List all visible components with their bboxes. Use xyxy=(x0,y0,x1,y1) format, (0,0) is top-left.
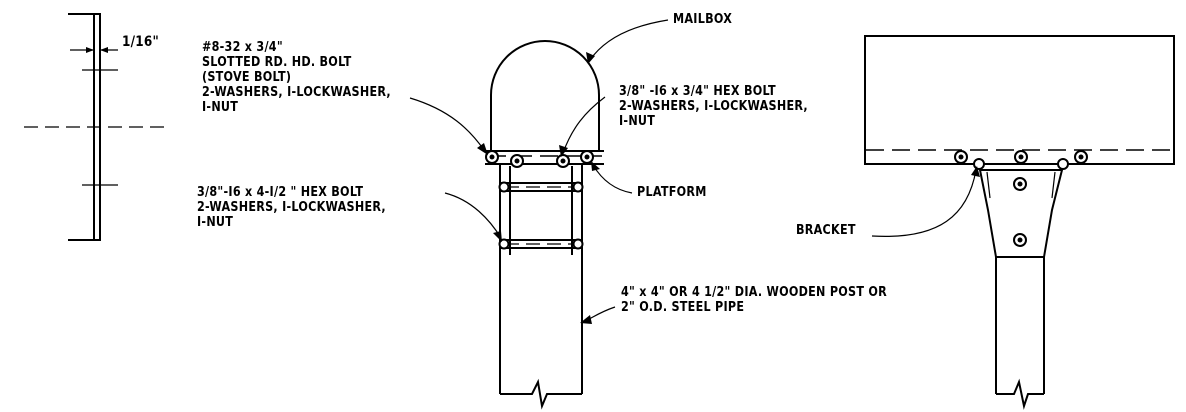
mailbox-front-view xyxy=(864,35,1175,410)
hex-bolt-side-callout-line-3: I-NUT xyxy=(197,215,234,230)
stove-bolt-callout-line-2: SLOTTED RD. HD. BOLT xyxy=(202,55,352,70)
bracket-label: BRACKET xyxy=(796,223,856,238)
stove-bolt-callout-line-4: 2-WASHERS, I-LOCKWASHER, xyxy=(202,85,391,100)
stove-bolt-callout-line-1: #8-32 x 3/4" xyxy=(202,40,283,55)
post-callout-line-2: 2" O.D. STEEL PIPE xyxy=(621,300,745,315)
hex-bolt-top-callout-line-3: I-NUT xyxy=(619,114,656,129)
post-callout-line-1: 4" x 4" OR 4 1/2" DIA. WOODEN POST OR xyxy=(621,285,888,300)
mailbox-label: MAILBOX xyxy=(673,12,733,27)
stove-bolt-callout-line-5: I-NUT xyxy=(202,100,239,115)
leader-lines xyxy=(409,19,980,324)
thickness-label: 1/16" xyxy=(122,34,160,50)
hex-bolt-side-callout-line-2: 2-WASHERS, I-LOCKWASHER, xyxy=(197,200,386,215)
stove-bolt-callout-line-3: (STOVE BOLT) xyxy=(202,70,292,85)
hex-bolt-top-callout-line-1: 3/8" -I6 x 3/4" HEX BOLT xyxy=(619,84,776,99)
mailbox-side-view xyxy=(485,40,604,410)
platform-label: PLATFORM xyxy=(637,185,707,200)
platform-section-detail xyxy=(24,13,165,241)
hex-bolt-side-callout-line-1: 3/8"-I6 x 4-I/2 " HEX BOLT xyxy=(197,185,364,200)
hex-bolt-top-callout-line-2: 2-WASHERS, I-LOCKWASHER, xyxy=(619,99,808,114)
